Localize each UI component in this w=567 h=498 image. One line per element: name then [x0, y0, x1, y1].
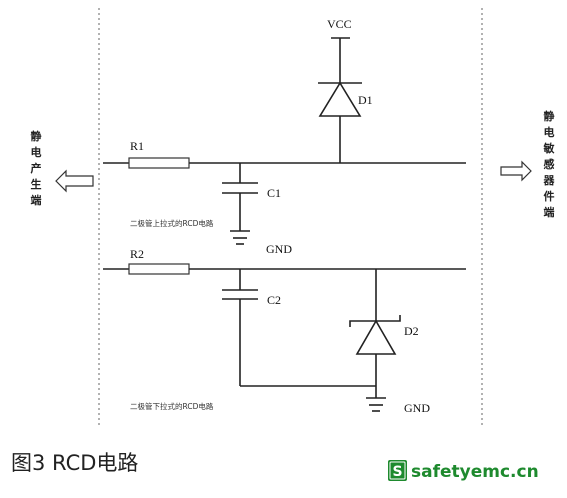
diode-d1-label: D1: [358, 93, 373, 107]
right-label-char: 静: [544, 109, 555, 123]
right-side-label: 静 电 敏 感 器 件 端: [543, 109, 556, 219]
left-label-char: 静: [31, 129, 42, 143]
brand-logo: S safetyemc.cn: [388, 460, 539, 482]
right-arrow-icon: [500, 160, 532, 182]
right-label-char: 感: [544, 157, 555, 171]
brand-text: safetyemc.cn: [411, 462, 539, 482]
diode-d1: [318, 81, 362, 117]
left-arrow-icon: [55, 169, 94, 193]
right-label-char: 件: [544, 189, 555, 203]
ground-label-top: GND: [266, 242, 292, 256]
bottom-circuit-note: 二极管下拉式的RCD电路: [130, 401, 214, 411]
resistor-r1-label: R1: [130, 139, 144, 153]
vcc-label: VCC: [327, 17, 352, 31]
diode-d2: [355, 319, 397, 355]
brand-badge-letter: S: [392, 464, 402, 480]
brand-badge-icon: [388, 460, 407, 481]
resistor-r2-label: R2: [130, 247, 144, 261]
capacitor-c1-label: C1: [267, 186, 281, 200]
right-label-char: 端: [544, 205, 555, 219]
resistor-r1: [128, 157, 190, 169]
right-label-char: 器: [543, 174, 556, 187]
diode-d2-label: D2: [404, 324, 419, 338]
bottom-rcd-circuit: R2 C2 D2 二极管下拉式的RCD电路 GND: [103, 247, 466, 415]
capacitor-c2-label: C2: [267, 293, 281, 307]
resistor-r2: [128, 263, 190, 275]
left-label-char: 端: [31, 193, 42, 207]
d2-cathode-bar: [349, 315, 401, 327]
left-label-char: 产: [31, 161, 42, 175]
left-side-label: 静 电 产 生 端: [31, 129, 42, 207]
top-rcd-circuit: R1 VCC D1 C1 二极管上拉式的RCD电路 GND: [103, 17, 466, 256]
figure-caption: 图3 RCD电路: [11, 451, 138, 475]
right-label-char: 敏: [543, 141, 556, 155]
ground-icon: [230, 230, 250, 245]
ground-icon: [366, 397, 386, 412]
left-label-char: 生: [31, 177, 42, 191]
left-label-char: 电: [31, 145, 42, 159]
right-label-char: 电: [544, 125, 555, 139]
ground-label-bottom: GND: [404, 401, 430, 415]
top-circuit-note: 二极管上拉式的RCD电路: [130, 218, 214, 228]
